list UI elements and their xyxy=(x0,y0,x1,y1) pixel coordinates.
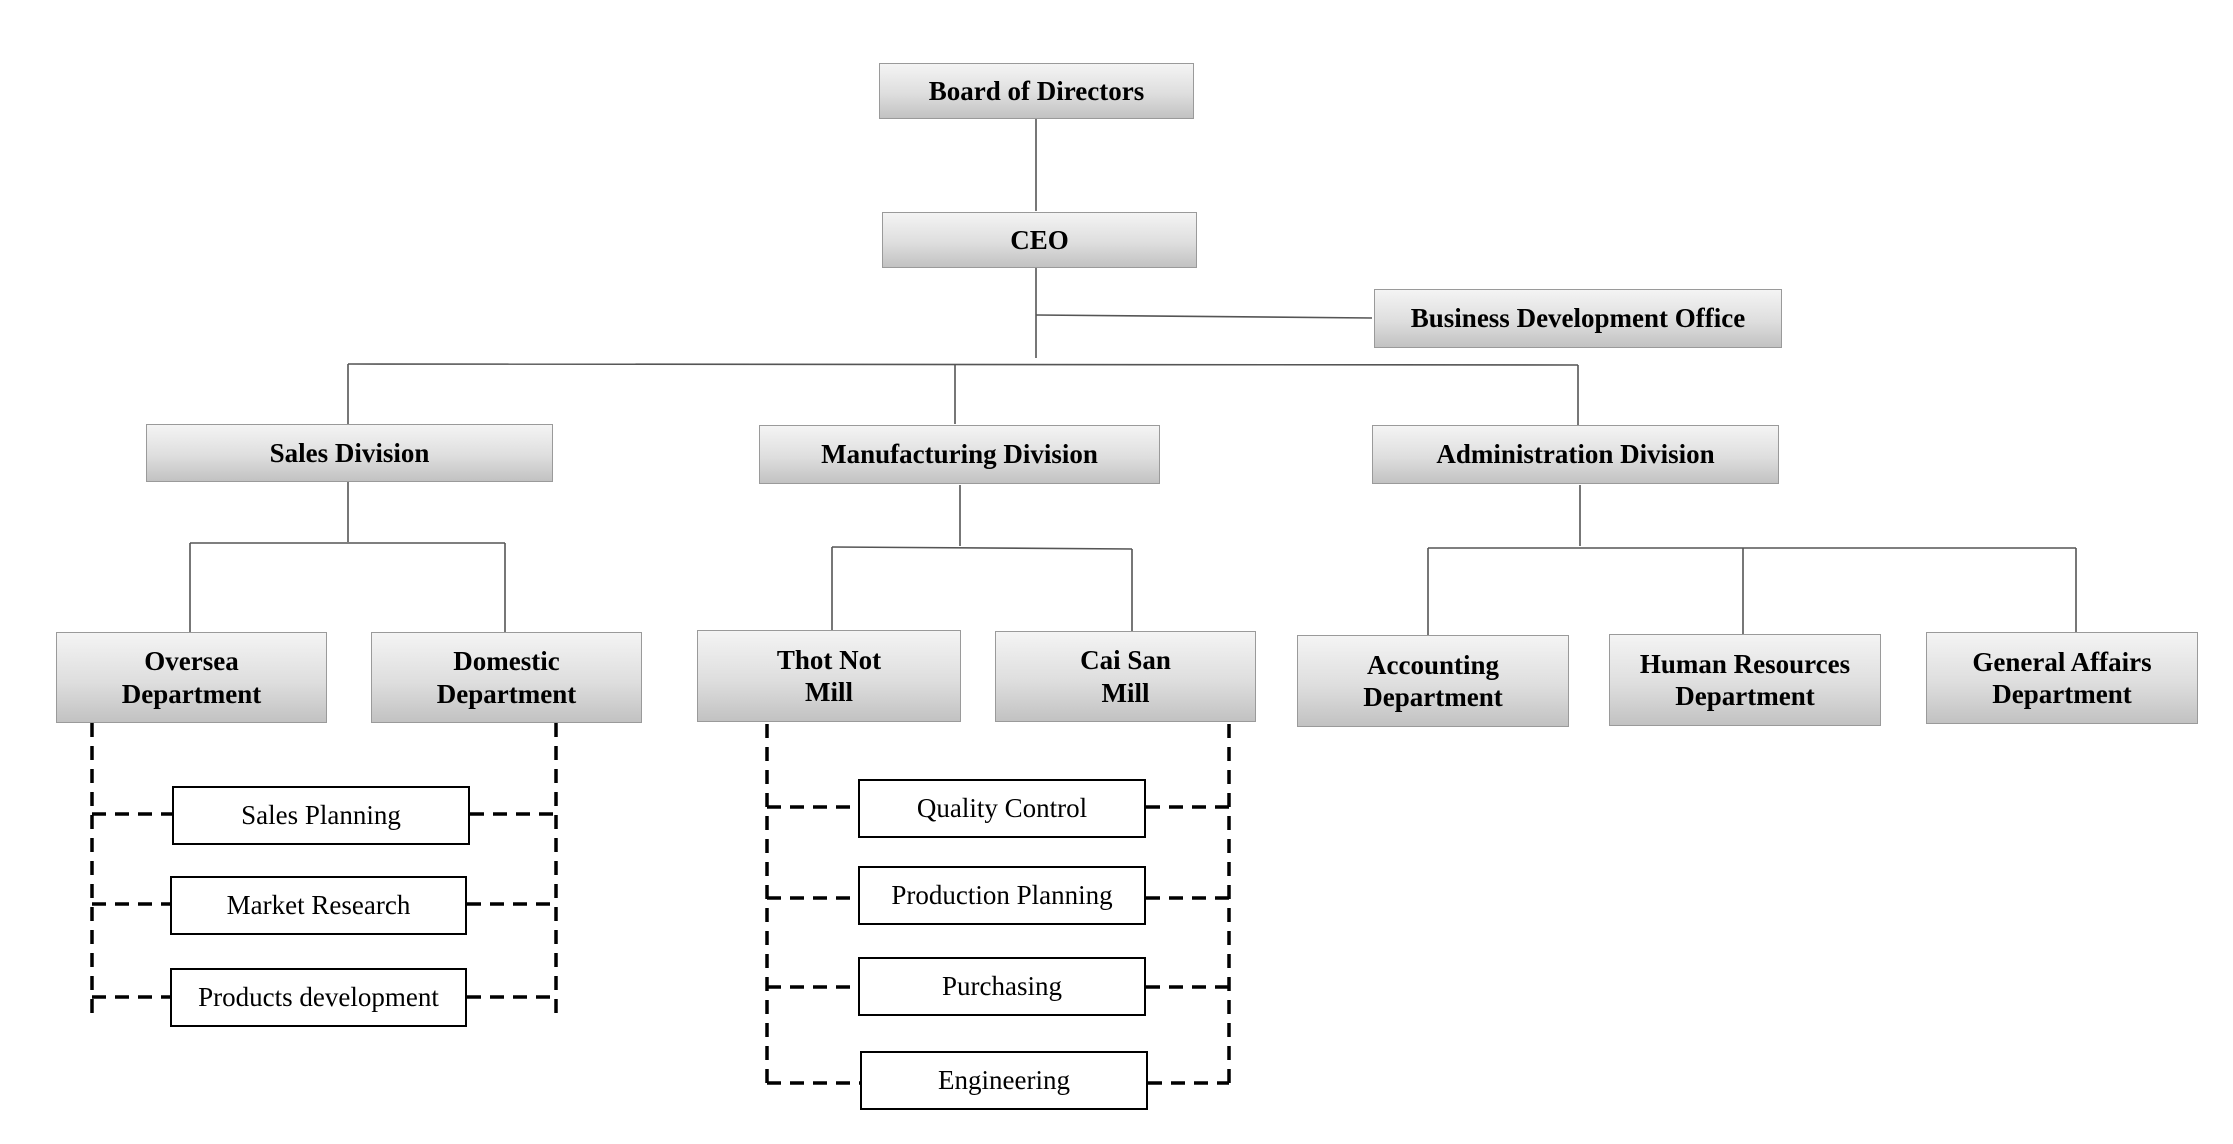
products-development-label: Products development xyxy=(198,982,439,1012)
accounting-department-box: Accounting Department xyxy=(1297,635,1569,727)
cai-san-mill-label: Cai San Mill xyxy=(1080,645,1171,708)
manufacturing-division-label: Manufacturing Division xyxy=(821,439,1098,470)
human-resources-department-label: Human Resources Department xyxy=(1639,648,1851,711)
domestic-department-box: Domestic Department xyxy=(371,632,642,723)
production-planning-box: Production Planning xyxy=(858,866,1146,925)
mills-bus-connector xyxy=(831,546,1133,550)
administration-division-box: Administration Division xyxy=(1372,425,1779,484)
administration-division-label: Administration Division xyxy=(1436,439,1715,470)
market-research-box: Market Research xyxy=(170,876,467,935)
ceo-bdo-connector xyxy=(1035,314,1373,319)
products-development-box: Products development xyxy=(170,968,467,1027)
oversea-department-box: Oversea Department xyxy=(56,632,327,723)
engineering-label: Engineering xyxy=(938,1065,1070,1095)
general-affairs-department-box: General Affairs Department xyxy=(1926,632,2198,724)
market-research-label: Market Research xyxy=(226,890,411,920)
quality-control-label: Quality Control xyxy=(916,793,1088,823)
manufacturing-division-box: Manufacturing Division xyxy=(759,425,1160,484)
engineering-box: Engineering xyxy=(860,1051,1148,1110)
production-planning-label: Production Planning xyxy=(891,880,1113,910)
dashed-connectors xyxy=(90,723,1231,1086)
business-development-office-box: Business Development Office xyxy=(1374,289,1782,348)
board-of-directors-label: Board of Directors xyxy=(928,75,1145,106)
purchasing-box: Purchasing xyxy=(858,957,1146,1016)
board-of-directors-box: Board of Directors xyxy=(879,63,1194,119)
oversea-department-label: Oversea Department xyxy=(121,646,262,709)
ceo-label: CEO xyxy=(1010,224,1069,255)
cai-san-mill-box: Cai San Mill xyxy=(995,631,1256,722)
sales-planning-box: Sales Planning xyxy=(172,786,470,845)
solid-connectors xyxy=(189,119,2077,635)
domestic-department-label: Domestic Department xyxy=(436,646,577,709)
purchasing-label: Purchasing xyxy=(942,971,1062,1001)
thot-not-mill-label: Thot Not Mill xyxy=(776,644,882,707)
sales-planning-label: Sales Planning xyxy=(241,800,401,830)
ceo-box: CEO xyxy=(882,212,1197,268)
human-resources-department-box: Human Resources Department xyxy=(1609,634,1881,726)
sales-division-box: Sales Division xyxy=(146,424,553,482)
sales-division-label: Sales Division xyxy=(269,437,430,468)
thot-not-mill-box: Thot Not Mill xyxy=(697,630,961,722)
accounting-department-label: Accounting Department xyxy=(1363,649,1503,712)
business-development-office-label: Business Development Office xyxy=(1410,303,1746,334)
general-affairs-department-label: General Affairs Department xyxy=(1972,646,2152,709)
division-bus-connector xyxy=(347,363,1579,366)
quality-control-box: Quality Control xyxy=(858,779,1146,838)
